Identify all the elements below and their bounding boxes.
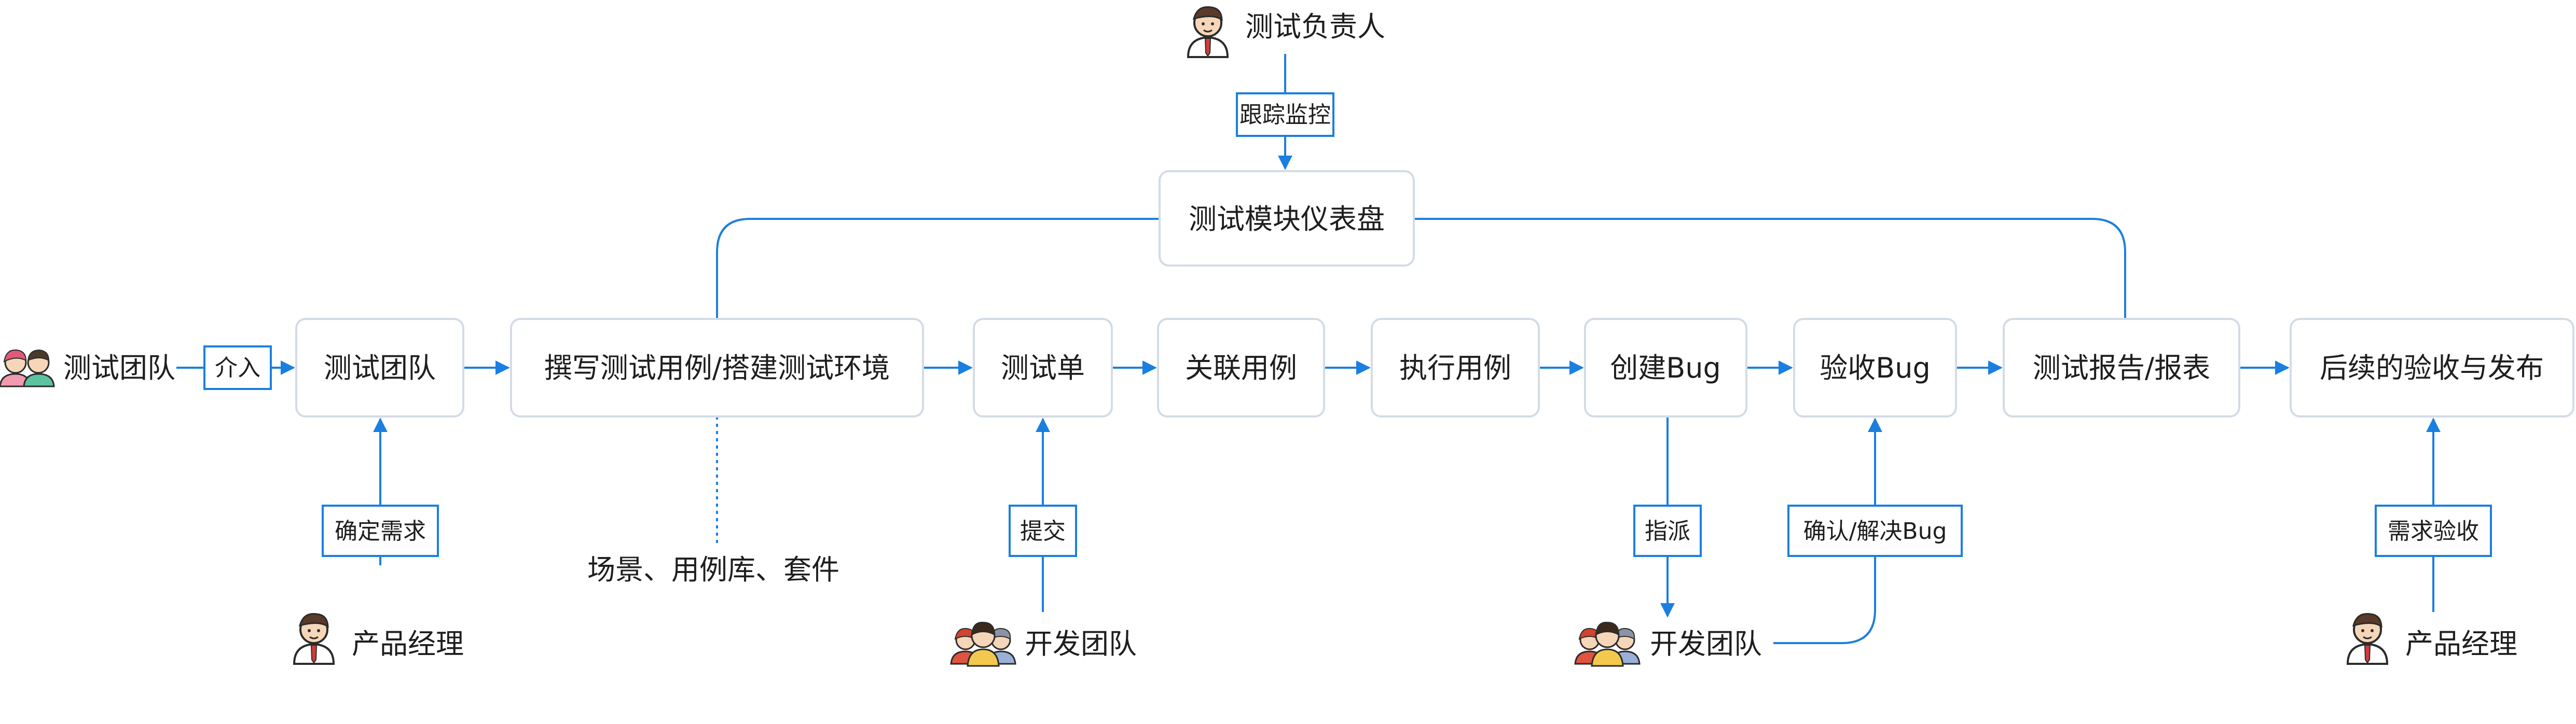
svg-text:指派: 指派 xyxy=(1645,518,1690,545)
svg-text:验收Bug: 验收Bug xyxy=(1820,352,1931,384)
actor-test-team-label: 测试团队 xyxy=(63,352,175,384)
dev-team-avatars-icon xyxy=(950,621,1016,667)
dev-team-avatars-icon xyxy=(1574,621,1641,667)
edge-label-intervene: 介入 xyxy=(203,345,272,390)
node-test-team: 测试团队 xyxy=(295,318,464,417)
manager-avatar-icon xyxy=(1187,6,1229,58)
node-verify-bug: 验收Bug xyxy=(1793,318,1957,417)
svg-text:测试模块仪表盘: 测试模块仪表盘 xyxy=(1189,203,1385,235)
edge-label-resolve: 确认/解决Bug xyxy=(1787,505,1963,557)
cases-note: 场景、用例库、套件 xyxy=(587,553,839,586)
svg-text:提交: 提交 xyxy=(1020,518,1066,545)
svg-text:测试单: 测试单 xyxy=(1001,352,1085,384)
actor-test-lead-label: 测试负责人 xyxy=(1245,10,1385,43)
edge-label-requirements: 确定需求 xyxy=(322,505,439,557)
manager-avatar-icon xyxy=(2347,612,2388,665)
actor-product-manager-1: 产品经理 xyxy=(293,612,464,665)
manager-avatar-icon xyxy=(293,612,335,665)
svg-text:跟踪监控: 跟踪监控 xyxy=(1239,102,1331,128)
svg-text:确定需求: 确定需求 xyxy=(335,518,426,545)
svg-text:需求验收: 需求验收 xyxy=(2388,518,2479,545)
actor-product-manager-2-label: 产品经理 xyxy=(2405,628,2517,660)
node-release: 后续的验收与发布 xyxy=(2290,318,2574,417)
edge-label-monitor: 跟踪监控 xyxy=(1236,92,1334,137)
node-report: 测试报告/报表 xyxy=(2003,318,2240,417)
actor-product-manager-1-label: 产品经理 xyxy=(352,628,464,660)
svg-text:测试团队: 测试团队 xyxy=(324,352,436,384)
actor-dev-team-1: 开发团队 xyxy=(950,621,1137,667)
node-test-sheet: 测试单 xyxy=(973,318,1113,417)
actor-test-lead: 测试负责人 xyxy=(1187,6,1385,58)
actor-product-manager-2: 产品经理 xyxy=(2347,612,2517,665)
svg-text:创建Bug: 创建Bug xyxy=(1610,352,1721,384)
svg-text:关联用例: 关联用例 xyxy=(1185,352,1297,384)
svg-text:测试报告/报表: 测试报告/报表 xyxy=(2033,352,2210,384)
svg-text:撰写测试用例/搭建测试环境: 撰写测试用例/搭建测试环境 xyxy=(544,352,890,384)
edge-label-submit: 提交 xyxy=(1009,505,1077,557)
edge-label-acceptance: 需求验收 xyxy=(2375,505,2492,557)
node-link-cases: 关联用例 xyxy=(1157,318,1325,417)
svg-text:执行用例: 执行用例 xyxy=(1399,352,1511,384)
node-create-bug: 创建Bug xyxy=(1584,318,1747,417)
node-dashboard: 测试模块仪表盘 xyxy=(1159,170,1415,267)
node-run-cases: 执行用例 xyxy=(1371,318,1540,417)
actor-dev-team-2: 开发团队 xyxy=(1574,621,1762,667)
node-write-cases: 撰写测试用例/搭建测试环境 xyxy=(510,318,924,417)
svg-text:介入: 介入 xyxy=(215,355,260,381)
connectors xyxy=(176,54,2441,644)
svg-text:确认/解决Bug: 确认/解决Bug xyxy=(1803,518,1947,545)
team-avatars-icon xyxy=(0,349,55,387)
svg-text:后续的验收与发布: 后续的验收与发布 xyxy=(2320,352,2544,384)
actor-dev-team-1-label: 开发团队 xyxy=(1025,628,1137,660)
actor-test-team: 测试团队 xyxy=(0,349,175,387)
actor-dev-team-2-label: 开发团队 xyxy=(1650,628,1762,660)
edge-label-assign: 指派 xyxy=(1633,505,1702,557)
